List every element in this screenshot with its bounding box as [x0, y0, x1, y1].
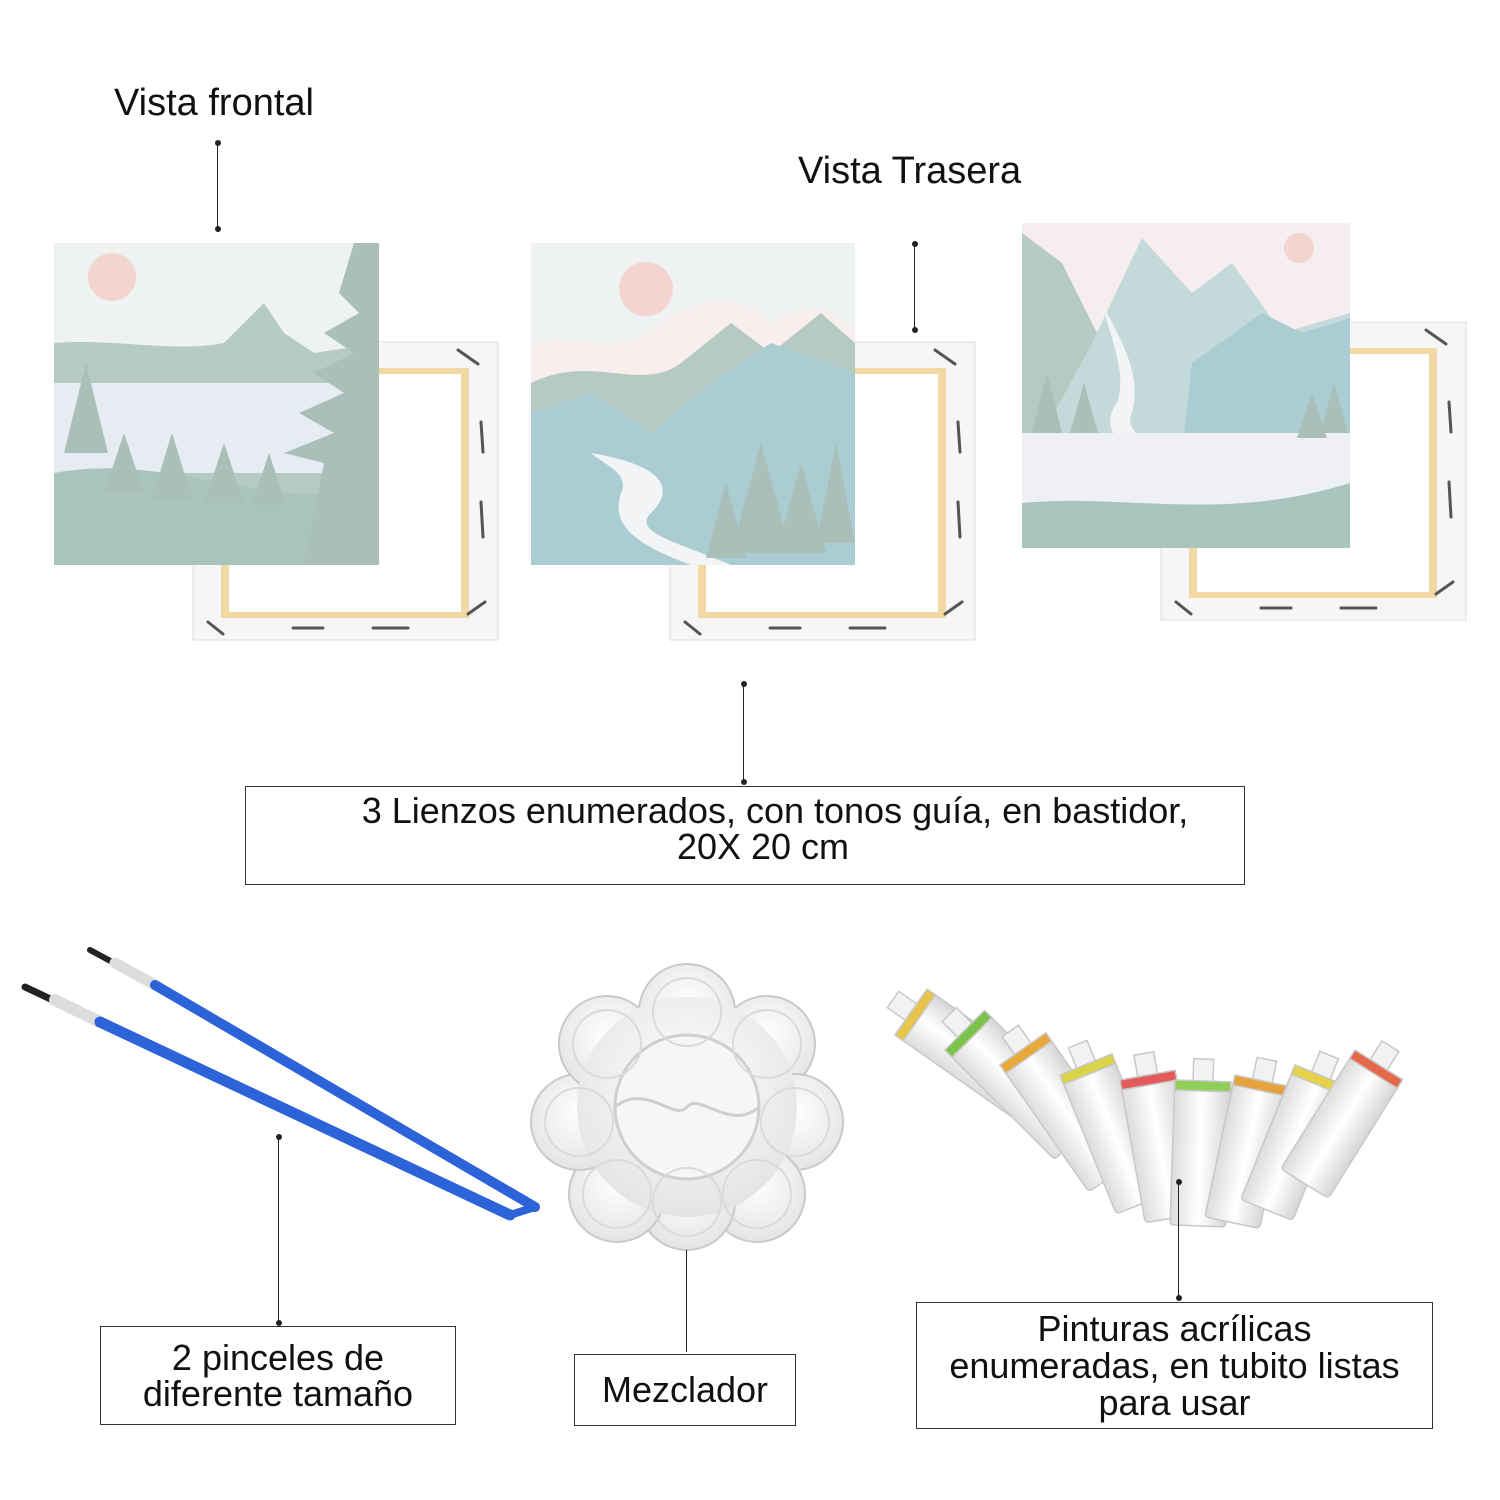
leader-dot — [276, 1320, 282, 1326]
canvas-front-icon — [1022, 223, 1350, 548]
leader-dot — [741, 681, 747, 687]
leader-dot — [276, 1134, 282, 1140]
leader-line-back — [914, 244, 915, 330]
canvas-front-icon — [54, 243, 379, 565]
front-view-label: Vista frontal — [114, 82, 314, 124]
canvases-caption-line1: 3 Lienzos enumerados, con tonos guía, en… — [361, 790, 1189, 831]
leader-line-front — [217, 143, 218, 229]
paint-tube-icon — [886, 988, 1404, 1229]
leader-dot — [741, 779, 747, 785]
leader-line-canvases — [743, 684, 744, 782]
canvas-front-icon — [531, 243, 855, 565]
leader-dot — [1176, 1179, 1182, 1185]
paints-caption-line1: Pinturas acrílicas — [1037, 1308, 1312, 1349]
brushes-caption-line2: diferente tamaño — [142, 1372, 414, 1414]
back-view-label: Vista Trasera — [798, 150, 1022, 192]
brushes-caption-box: 2 pinceles de diferente tamaño — [100, 1326, 456, 1425]
leader-dot — [912, 327, 918, 333]
leader-dot — [215, 226, 221, 232]
leader-line-paints — [1178, 1182, 1179, 1298]
canvases-caption-size: 20X 20 cm — [676, 826, 850, 867]
leader-line-brushes — [278, 1137, 279, 1323]
paints-caption-line2: enumeradas, en tubito listas — [949, 1345, 1400, 1386]
brushes-caption-line1: 2 pinceles de — [171, 1336, 385, 1378]
paints-caption-line3: para usar — [1098, 1382, 1251, 1423]
leader-dot — [215, 140, 221, 146]
leader-dot — [1176, 1295, 1182, 1301]
canvases-caption-box: 3 Lienzos enumerados, con tonos guía, en… — [245, 786, 1245, 885]
paints-caption-box: Pinturas acrílicas enumeradas, en tubito… — [916, 1302, 1433, 1429]
mixer-caption-box: Mezclador — [574, 1354, 796, 1426]
mixer-caption: Mezclador — [601, 1369, 769, 1410]
leader-line-mixer — [686, 1250, 687, 1352]
palette-icon — [530, 963, 844, 1251]
leader-dot — [912, 241, 918, 247]
paint-brush-icon — [21, 947, 540, 1221]
